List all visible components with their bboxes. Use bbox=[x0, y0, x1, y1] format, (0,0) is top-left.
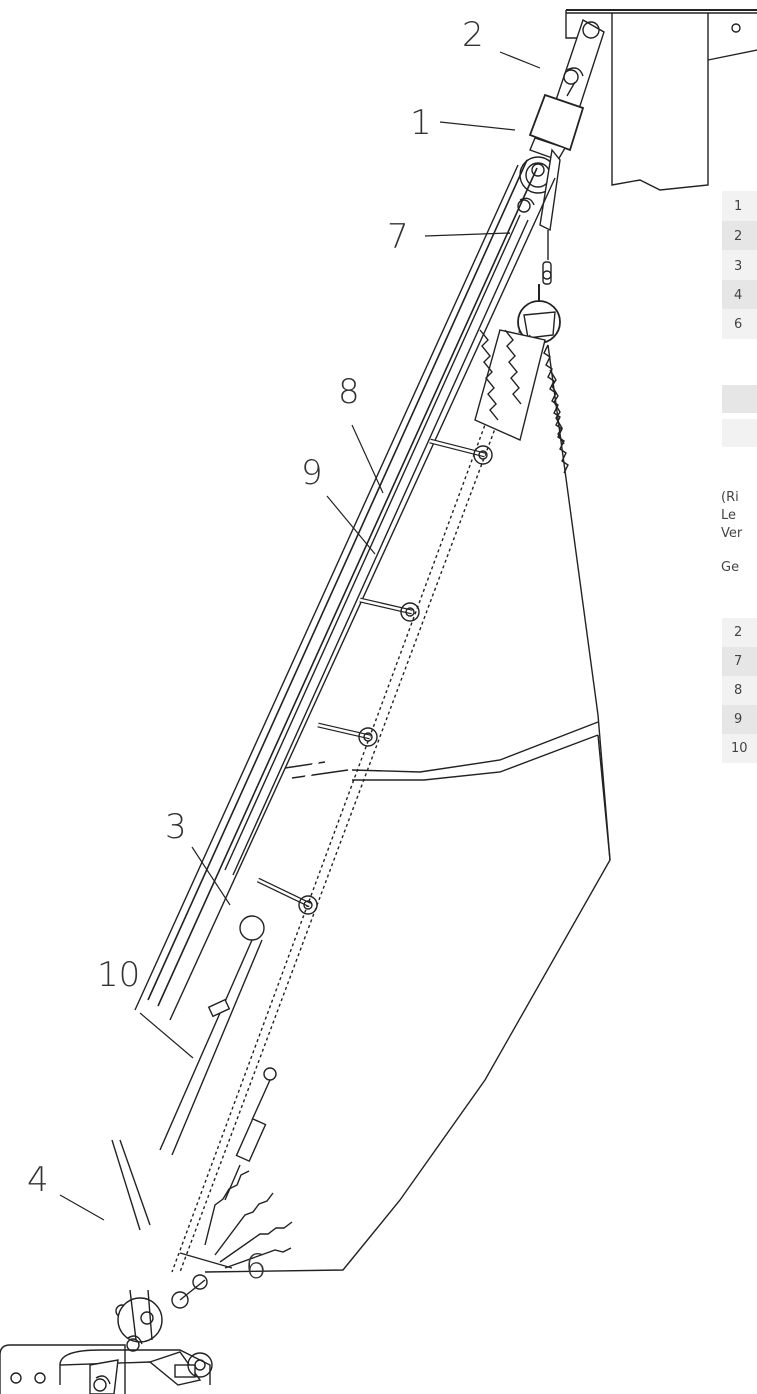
legend-bottom-row-2: 7 bbox=[734, 654, 743, 669]
callout-6: 6 bbox=[245, 1247, 267, 1287]
top-shackle bbox=[555, 18, 605, 114]
mast-ball bbox=[239, 915, 265, 941]
deck-fitting bbox=[0, 1344, 126, 1394]
text-line-1: (Ri bbox=[721, 490, 739, 505]
leader-8 bbox=[351, 424, 384, 494]
leader-10 bbox=[139, 1012, 194, 1059]
text-line-3: Ver bbox=[721, 526, 743, 541]
callout-2: 2 bbox=[462, 15, 484, 55]
leader-6 bbox=[179, 1252, 233, 1269]
top-bracket bbox=[565, 9, 757, 191]
callout-7: 7 bbox=[387, 217, 409, 257]
legend-top-row-2: 2 bbox=[734, 229, 743, 244]
head-ring bbox=[517, 284, 561, 344]
callout-4: 4 bbox=[27, 1160, 49, 1200]
callout-8: 8 bbox=[338, 372, 360, 412]
bracket-hole bbox=[731, 23, 741, 33]
leader-3 bbox=[191, 846, 231, 906]
top-sheave bbox=[517, 148, 561, 285]
callout-10: 10 bbox=[97, 955, 141, 995]
lower-turnbuckle bbox=[224, 1067, 277, 1201]
legend-bottom-row-4: 9 bbox=[734, 712, 743, 727]
legend-bottom-row-1: 2 bbox=[734, 625, 743, 640]
legend-top-row-4: 4 bbox=[734, 288, 743, 303]
legend-bottom-row-5: 10 bbox=[731, 741, 748, 756]
sail bbox=[171, 329, 611, 1273]
leader-lines bbox=[59, 51, 541, 1269]
callout-3: 3 bbox=[165, 807, 187, 847]
inner-tube bbox=[159, 214, 529, 1156]
mast bbox=[134, 159, 556, 1021]
legend-top-row-5: 6 bbox=[734, 317, 743, 332]
callout-9: 9 bbox=[301, 453, 323, 493]
battens bbox=[256, 438, 493, 915]
break-marks bbox=[284, 750, 349, 792]
leader-1 bbox=[439, 121, 516, 131]
bottom-fittings bbox=[111, 1139, 208, 1352]
text-line-4: Ge bbox=[721, 560, 740, 575]
leader-4 bbox=[59, 1194, 105, 1221]
callout-1: 1 bbox=[410, 103, 432, 143]
swivel-block bbox=[528, 93, 585, 161]
leader-9 bbox=[326, 495, 376, 555]
leader-7 bbox=[424, 232, 511, 237]
mast-base bbox=[59, 1349, 213, 1386]
legend-top-row-1: 1 bbox=[734, 199, 743, 214]
text-line-2: Le bbox=[721, 508, 737, 523]
legend-bottom-row-3: 8 bbox=[734, 683, 743, 698]
legend-top-row-3: 3 bbox=[734, 259, 743, 274]
bottom-flaps bbox=[204, 1170, 293, 1269]
leader-2 bbox=[499, 51, 541, 69]
